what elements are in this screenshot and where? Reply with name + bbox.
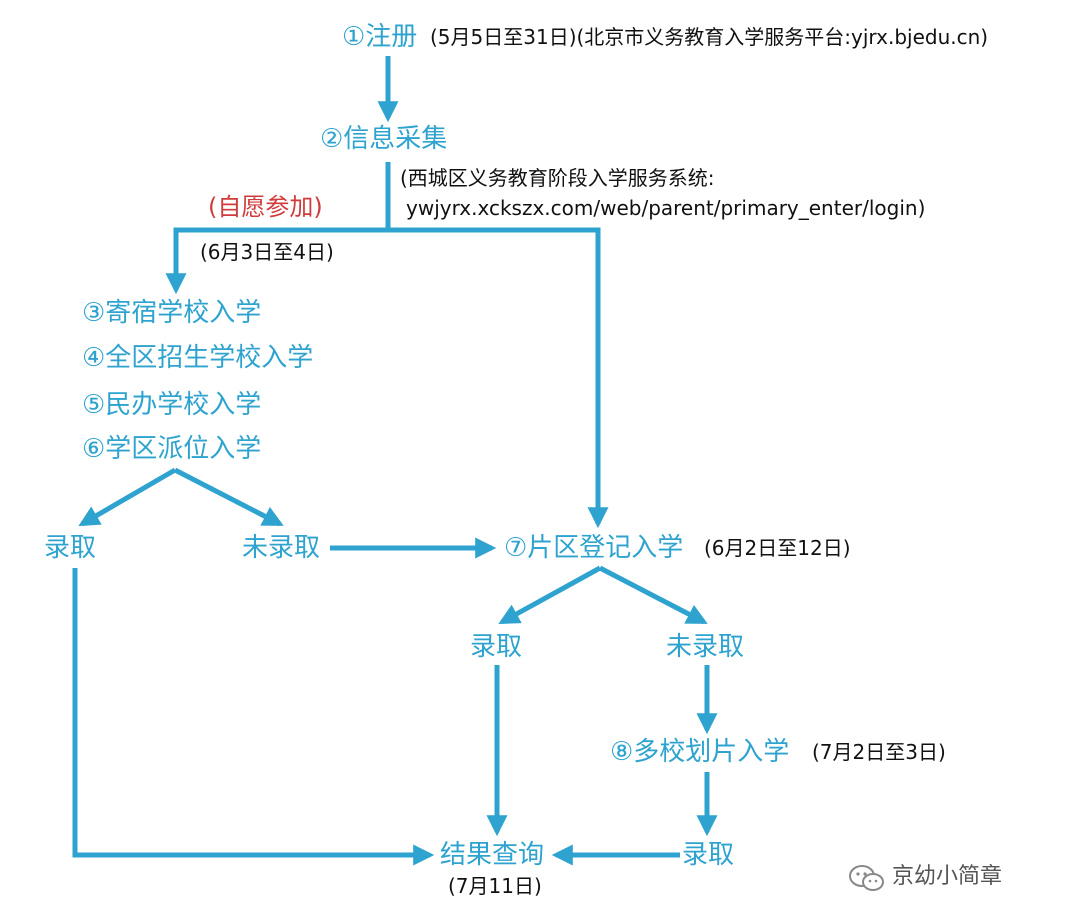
info-note-line2: ywjyrx.xckszx.com/web/parent/primary_ent…	[406, 196, 926, 220]
step-register: ①注册	[342, 22, 418, 52]
voluntary-label: (自愿参加)	[208, 193, 323, 221]
step-zone-registration: ⑦片区登记入学	[504, 533, 684, 563]
not-admitted-right: 未录取	[666, 632, 745, 662]
info-note-line1: (西城区义务教育阶段入学服务系统:	[400, 166, 715, 190]
admitted-mid: 录取	[470, 632, 523, 662]
zone-date: (6月2日至12日)	[704, 536, 851, 560]
step-school-district-allocation: ⑥学区派位入学	[82, 434, 262, 464]
voluntary-date: (6月3日至4日)	[200, 240, 334, 264]
register-note: (5月5日至31日)(北京市义务教育入学服务平台:yjrx.bjedu.cn)	[430, 25, 989, 49]
step-district-wide-school: ④全区招生学校入学	[82, 343, 314, 373]
arrow-zone-split-left	[498, 565, 602, 625]
step-boarding-school: ③寄宿学校入学	[82, 298, 262, 328]
step-multi-school-zoning: ⑧多校划片入学	[610, 737, 790, 767]
step-private-school: ⑤民办学校入学	[82, 390, 262, 420]
arrow-zone-split-right	[598, 565, 708, 625]
watermark-text: 京幼小简章	[892, 864, 1003, 889]
arrow-split-left	[78, 467, 177, 527]
step-info-collection: ②信息采集	[320, 124, 448, 154]
result-query: 结果查询	[440, 840, 545, 870]
arrow-to-zone	[388, 227, 609, 529]
multi-school-date: (7月2日至3日)	[812, 740, 946, 764]
result-date: (7月11日)	[448, 874, 542, 898]
arrow-to-voluntary	[165, 227, 388, 295]
admitted-right: 录取	[682, 840, 735, 870]
arrow-split-right	[173, 467, 284, 527]
arrow-left-admitted-to-result	[72, 568, 435, 866]
wechat-icon	[849, 865, 884, 891]
not-admitted-left: 未录取	[242, 533, 321, 563]
admitted-left: 录取	[44, 533, 97, 563]
